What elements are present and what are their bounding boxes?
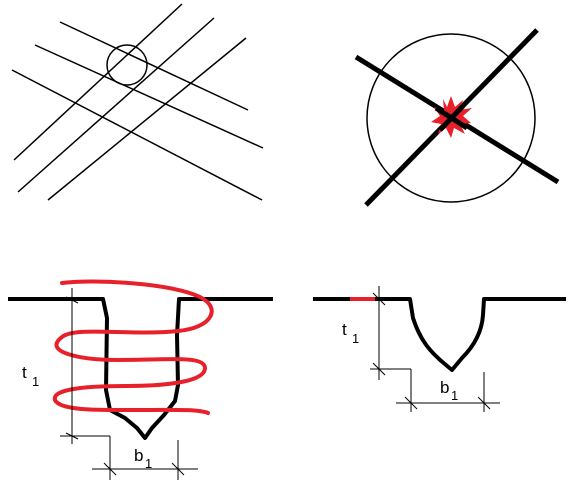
- panel-crossing-lines: [11, 3, 264, 201]
- diagonal-line: [13, 3, 183, 161]
- label-b-subscript: 1: [145, 456, 152, 471]
- tick-mark: [477, 396, 491, 410]
- diagonal-line: [59, 21, 249, 111]
- diagonal-line: [47, 37, 247, 201]
- tick-mark: [404, 396, 418, 410]
- label-b: b: [134, 446, 143, 465]
- dimension-t1: [370, 286, 412, 412]
- groove-profile: [375, 297, 566, 372]
- detail-circle: [106, 44, 148, 86]
- panel-groove-section: t 1 b 1: [313, 286, 566, 412]
- label-t: t: [22, 363, 27, 382]
- dimension-b1: [396, 372, 500, 412]
- diagonal-line: [11, 69, 263, 201]
- label-b-subscript: 1: [451, 388, 458, 403]
- diagonal-line: [17, 17, 215, 193]
- thread-curve: [52, 279, 214, 415]
- label-b: b: [440, 378, 449, 397]
- tick-mark: [372, 292, 386, 306]
- label-t: t: [342, 320, 347, 339]
- groove-profile: [8, 297, 273, 440]
- diagonal-line: [34, 44, 264, 149]
- dimension-t1: [60, 288, 111, 480]
- label-t-subscript: 1: [32, 374, 39, 389]
- tick-mark: [171, 462, 185, 476]
- panel-groove-with-thread: t 1 b 1: [8, 279, 273, 480]
- label-t-subscript: 1: [352, 331, 359, 346]
- dimension-b1: [92, 440, 198, 480]
- tick-mark: [103, 462, 117, 476]
- detail-circle: [366, 33, 536, 203]
- panel-crossing-thick-lines: [354, 28, 560, 207]
- thick-line-overlay: [438, 104, 465, 132]
- tick-mark: [65, 296, 79, 304]
